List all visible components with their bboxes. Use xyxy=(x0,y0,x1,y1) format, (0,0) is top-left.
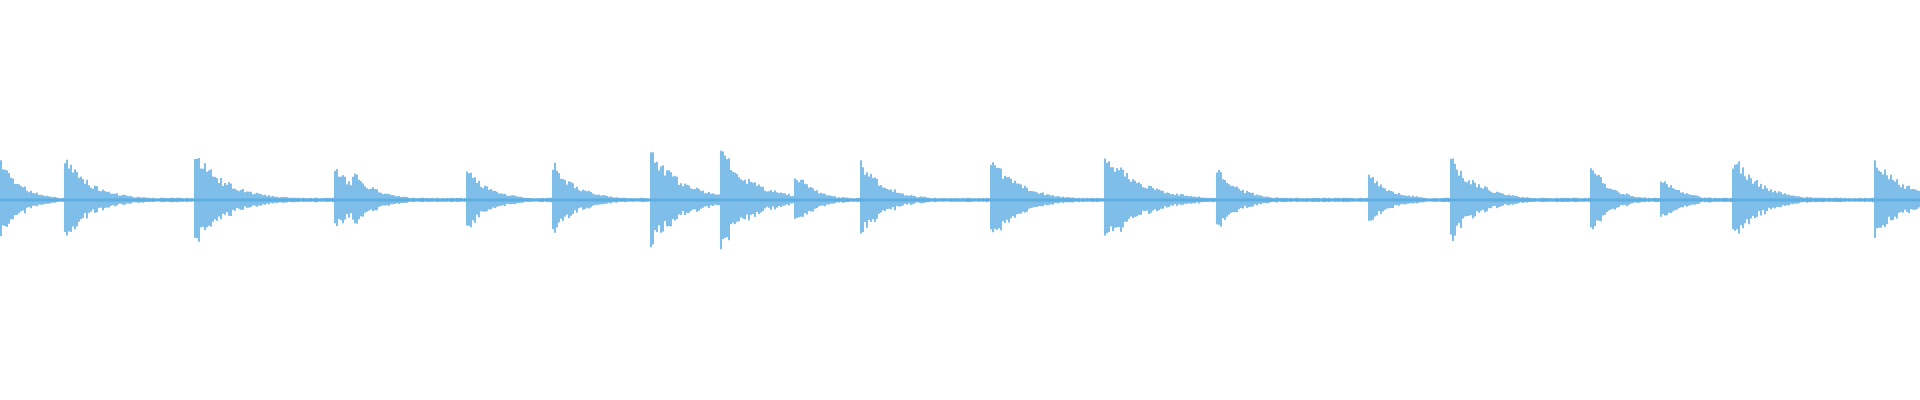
waveform-bars xyxy=(0,150,1920,250)
